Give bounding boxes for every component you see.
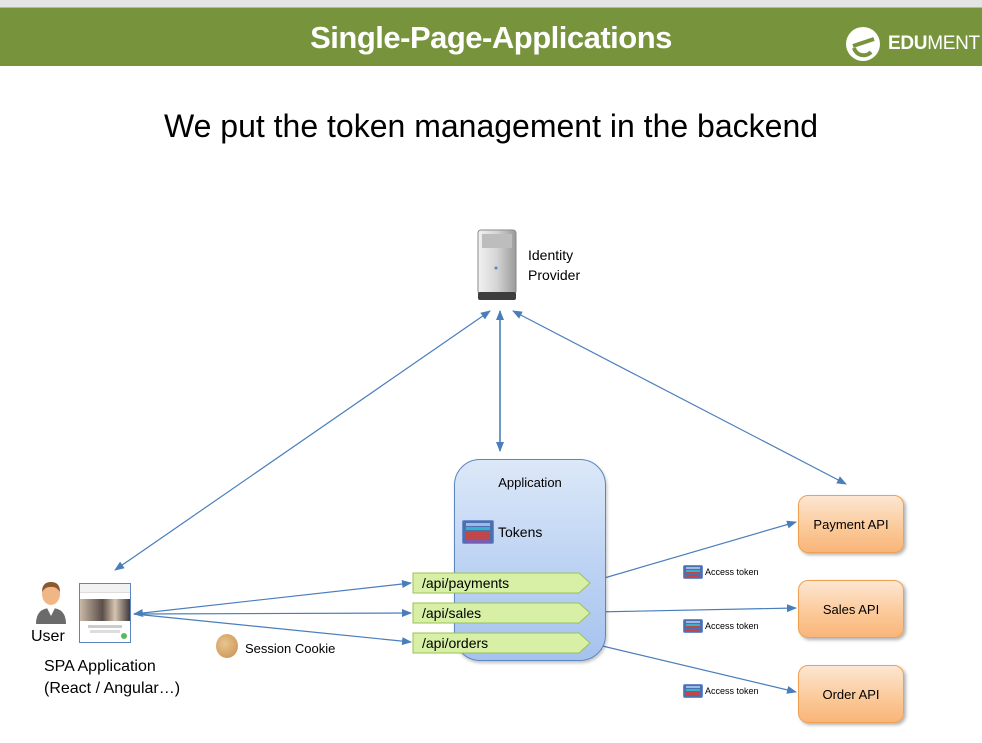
access-token-icon — [683, 684, 703, 698]
identity-provider-label-line2: Provider — [528, 267, 581, 283]
route-api-orders: /api/orders — [412, 632, 592, 654]
tokens-label: Tokens — [498, 524, 543, 540]
spa-label-line2: (React / Angular…) — [44, 680, 181, 697]
route-api-payments: /api/payments — [412, 572, 592, 594]
logo-text: EDUMENT — [888, 33, 980, 54]
spa-screenshot-thumbnail — [79, 583, 131, 643]
slide-header: Single-Page-Applications EDUMENT — [0, 8, 982, 66]
arrow-sales-sales-api — [593, 604, 797, 616]
tokens-icon — [462, 520, 494, 544]
access-token-icon — [683, 619, 703, 633]
application-box: Application — [454, 459, 606, 661]
sales-api-box: Sales API — [798, 580, 904, 638]
application-title: Application — [498, 475, 562, 490]
access-token-label-payment: Access token — [705, 567, 759, 577]
user-label: User — [31, 628, 65, 645]
access-token-label-sales: Access token — [705, 621, 759, 631]
route-api-sales: /api/sales — [412, 602, 592, 624]
arrow-spa-orders — [133, 613, 412, 646]
order-api-box: Order API — [798, 665, 904, 723]
access-token-label-order: Access token — [705, 686, 759, 696]
slide-header-title: Single-Page-Applications — [310, 20, 672, 55]
edument-logo: EDUMENT — [844, 25, 980, 63]
arrow-idp-spa — [114, 310, 491, 571]
payment-api-box: Payment API — [798, 495, 904, 553]
identity-provider-label-line1: Identity — [528, 247, 574, 263]
user-icon — [36, 582, 66, 624]
cookie-icon — [216, 634, 238, 658]
window-top-strip — [0, 0, 982, 8]
slide-subtitle: We put the token management in the backe… — [163, 108, 819, 144]
arrow-spa-sales — [133, 609, 412, 618]
server-icon — [477, 229, 517, 300]
arrow-spa-payments — [133, 580, 412, 617]
edument-e-icon — [846, 27, 880, 61]
spa-label-line1: SPA Application — [44, 658, 156, 675]
access-token-icon — [683, 565, 703, 579]
session-cookie-label: Session Cookie — [245, 641, 336, 656]
